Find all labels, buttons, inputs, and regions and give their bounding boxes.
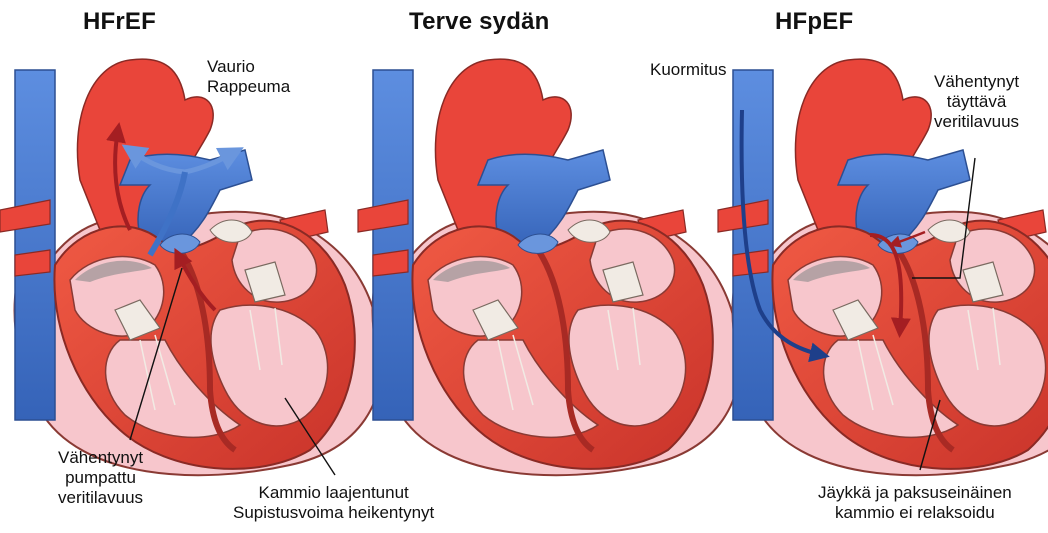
label-hfref-damage: Vaurio Rappeuma: [207, 57, 290, 97]
panel-title-hfpef: HFpEF: [775, 8, 853, 36]
heart-hfref: [0, 59, 382, 475]
label-hfpef-reduced-filling: Vähentynyt täyttävä veritilavuus: [934, 72, 1019, 132]
label-hfpef-stiff: Jäykkä ja paksuseinäinen kammio ei relak…: [818, 483, 1012, 523]
label-hfref-ventricle: Kammio laajentunut Supistusvoima heikent…: [233, 483, 434, 523]
panel-title-healthy: Terve sydän: [409, 8, 550, 36]
label-hfpef-load: Kuormitus: [650, 60, 727, 80]
panel-title-hfref: HFrEF: [83, 8, 156, 36]
label-hfref-reduced-pumped: Vähentynyt pumpattu veritilavuus: [58, 448, 143, 508]
heart-healthy: [358, 59, 740, 475]
